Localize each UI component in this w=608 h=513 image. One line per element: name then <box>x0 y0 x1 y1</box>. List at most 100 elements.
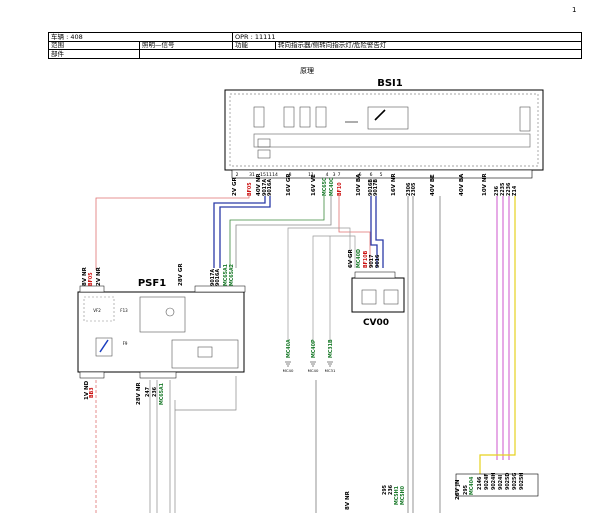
bsi-fuse-4 <box>315 106 327 128</box>
psf-wire-label: MC65A1 <box>223 264 229 286</box>
scope-value: 照明—信号 <box>142 41 175 49</box>
cv-connector-label: 6V GR <box>348 248 354 268</box>
bsi-fuse-1 <box>253 106 265 128</box>
psf-relay-box <box>139 296 186 333</box>
bsi-relay-box <box>367 106 409 130</box>
cv-title: CV00 <box>363 318 389 328</box>
bsi-pin: 6 <box>359 172 362 178</box>
psf-fuse-label-1: VF2 <box>93 308 101 313</box>
bsi-wire-label: 9017A <box>262 179 268 196</box>
bsi-wire-label: 2235 <box>500 183 506 196</box>
bsi-wire-label: 9017B <box>373 179 379 196</box>
wire-red-bsi-psf <box>95 196 250 270</box>
ground-wire-label: MC40P <box>311 339 317 358</box>
bottom-wire-label: MC5H1 <box>394 486 400 505</box>
bottom-connector-label: 26V JN <box>455 479 461 500</box>
bsi-fuse-5 <box>519 106 531 132</box>
psf-connector-label: 8V NR <box>82 266 88 286</box>
function-label: 功能 <box>235 41 248 49</box>
cv-wire-label: MC40D <box>356 249 362 268</box>
bottom-wire-label: 9024I <box>498 475 504 490</box>
bsi-wire-label: 2305 <box>411 183 417 196</box>
psf-switch-box <box>95 337 113 357</box>
bottom-wire-label: MC404 <box>469 476 475 495</box>
bsi-fuse-3 <box>299 106 311 128</box>
principle-label: 原理 <box>300 67 314 75</box>
psf-module-box <box>171 339 239 369</box>
bsi-wire-label: 2236 <box>506 182 512 196</box>
bsi-fuse-2 <box>283 106 295 128</box>
bsi-wire-label: BF10 <box>337 182 343 196</box>
bsi-connector-label: 40V BE <box>430 174 436 196</box>
psf-title: PSF1 <box>138 278 166 289</box>
cv-wire-label: 9016 <box>375 254 381 268</box>
bsi-wire-label: 9016B <box>368 179 374 196</box>
bsi-title: BSI1 <box>377 78 403 89</box>
opr-label: OPR : 11111 <box>235 33 276 41</box>
ground-label: MC31 <box>325 368 336 373</box>
bsi-connector-label: 16V VE <box>311 174 317 196</box>
bsi-component-b <box>257 149 271 159</box>
part-label: 部件 <box>51 50 64 58</box>
bsi-module <box>224 89 544 171</box>
scope-label: 范围 <box>51 41 64 49</box>
bsi-pin: 7 <box>338 172 341 178</box>
bsi-pin: 4 <box>326 172 329 178</box>
bsi-connector-label: 2V GR <box>232 176 238 196</box>
function-value: 转向指示器/侧转向指示灯/危险警告灯 <box>278 41 387 49</box>
psf-wire-label: MC65A2 <box>229 264 235 286</box>
psf-top-pins <box>194 285 246 293</box>
bsi-inner-frame <box>229 93 539 167</box>
wire-blue-2 <box>219 196 271 268</box>
psf-wire-label: MC65A1 <box>159 383 165 405</box>
wire-ground-2 <box>312 235 356 340</box>
bsi-pin: 31 <box>249 172 255 178</box>
bottom-wire-label: 295 <box>463 485 469 495</box>
bsi-connector-label: 10V BA <box>356 173 362 196</box>
bottom-connector-label: 8V NR <box>345 490 351 510</box>
wire-ground-1 <box>287 227 351 340</box>
psf-connector-label: 1V ND <box>84 380 90 400</box>
cv-wire-label: BF10B <box>363 250 369 268</box>
bsi-pin: 2 <box>236 172 239 178</box>
psf-wire-label: BF05 <box>88 272 94 286</box>
wire-blue-cv-1 <box>370 196 378 268</box>
bottom-wire-label: 9024F <box>484 473 490 490</box>
bsi-connector-label: 40V BA <box>459 173 465 196</box>
bsi-pin: 11 <box>308 172 314 178</box>
bsi-pin: 14 <box>272 172 278 178</box>
bsi-pin: 15 <box>260 172 266 178</box>
bsi-wire-label: MC40C <box>329 177 335 196</box>
bsi-connector-label: 16V GR <box>286 173 292 196</box>
bottom-wire-label: 9024H <box>491 473 497 490</box>
bsi-pin: 6 <box>370 172 373 178</box>
psf-left-pins <box>79 285 105 293</box>
psf-bottom-left-pins <box>79 371 105 379</box>
psf-fuse-label-2: F13 <box>120 308 128 313</box>
wire-psf-branch <box>175 376 237 411</box>
psf-fuse-label-3: F9 <box>123 341 128 346</box>
wire-green-1 <box>229 196 325 268</box>
psf-wire-label: 9016A <box>215 269 221 286</box>
bsi-pin: 3 <box>333 172 336 178</box>
bottom-wire-label: 9025D <box>505 473 511 490</box>
wire-grey-1 <box>235 196 332 268</box>
psf-relay-coil <box>165 307 175 317</box>
ground-label: MC40 <box>308 368 319 373</box>
psf-wire-label: 9017A <box>210 269 216 286</box>
bsi-bus <box>253 133 531 148</box>
wire-blue-cv-2 <box>375 196 384 268</box>
bsi-wire-label: 9016A <box>267 179 273 196</box>
bottom-wire-label: 9025G <box>512 473 518 490</box>
bottom-wire-label: MC5H0 <box>400 485 406 505</box>
wire-red-cv <box>338 196 371 268</box>
bsi-wire-label: 2306 <box>406 182 412 196</box>
cv-component-1 <box>361 289 377 305</box>
wire-blue-1 <box>213 196 266 268</box>
